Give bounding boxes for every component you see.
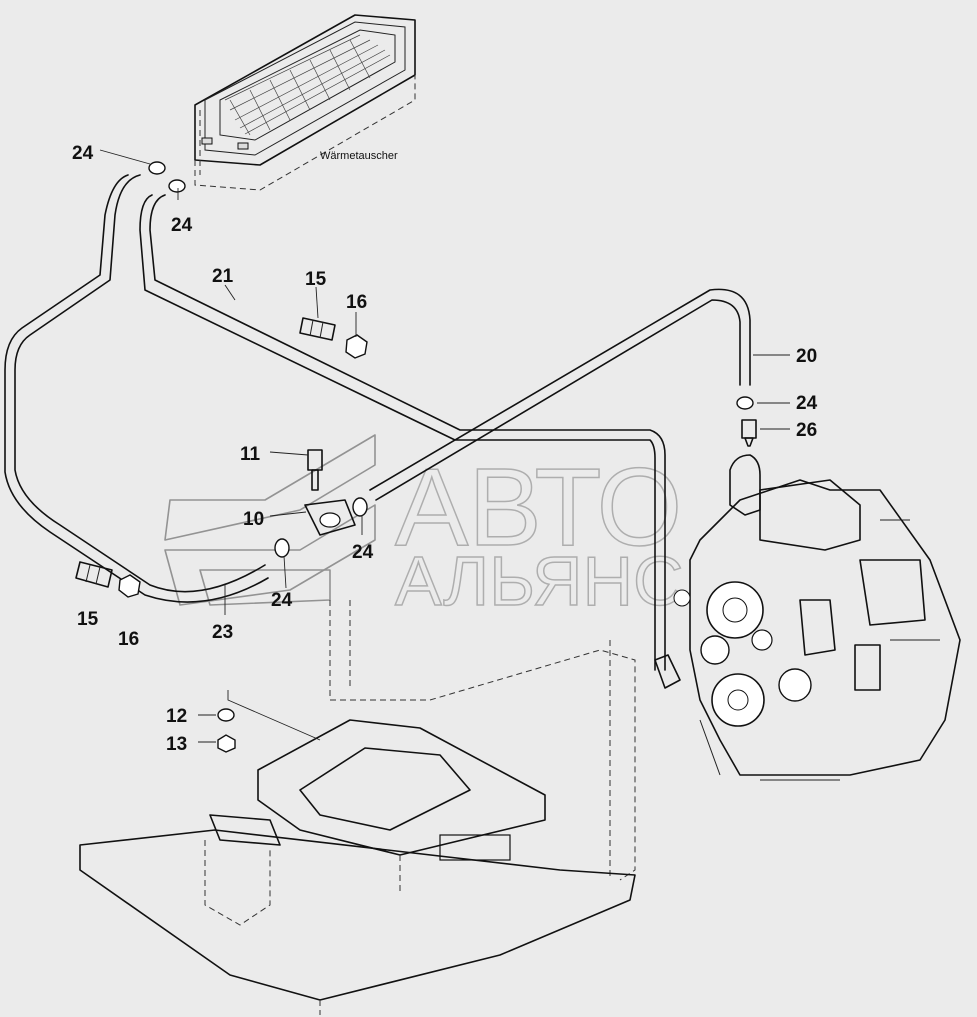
machine-frame xyxy=(79,600,636,1015)
watermark-logo xyxy=(164,434,376,606)
callout-11: 11 xyxy=(240,444,261,465)
watermark: АВТО АЛЬЯНС xyxy=(164,434,684,621)
callout-13: 13 xyxy=(166,734,187,755)
callout-20: 20 xyxy=(796,346,817,367)
nut xyxy=(217,734,236,753)
callout-26: 26 xyxy=(796,420,817,441)
callout-23: 23 xyxy=(212,622,233,643)
nuts-12-13 xyxy=(217,708,236,753)
callout-12: 12 xyxy=(166,706,187,727)
watermark-line2: АЛЬЯНС xyxy=(395,542,684,620)
valve-assembly xyxy=(304,449,356,536)
heat-exchanger: Wärmetauscher xyxy=(194,14,416,191)
pipe-stub xyxy=(237,142,249,150)
hose-clamp xyxy=(274,538,290,558)
engine xyxy=(673,454,961,781)
callout-15: 15 xyxy=(77,609,99,630)
pipe-stub xyxy=(201,137,213,145)
fitting-15-16-lower xyxy=(75,561,141,598)
fitting-15-16-upper xyxy=(299,317,368,359)
sensor xyxy=(741,419,757,447)
hose-clamp xyxy=(148,161,166,175)
hose-clamp xyxy=(736,396,754,410)
hoses xyxy=(4,174,751,689)
nut xyxy=(118,574,141,598)
heat-exchanger-mesh xyxy=(224,34,391,136)
nut xyxy=(345,334,368,359)
watermark-line1: АВТО xyxy=(395,446,682,569)
callout-15: 15 xyxy=(305,269,327,290)
nut xyxy=(217,708,235,722)
callouts: 24 24 21 15 16 20 24 26 11 10 24 24 15 1… xyxy=(72,143,818,755)
callout-24: 24 xyxy=(271,590,293,611)
callout-24: 24 xyxy=(171,215,193,236)
callout-16: 16 xyxy=(118,629,139,650)
hose-clamps xyxy=(148,161,754,558)
heat-exchanger-label: Wärmetauscher xyxy=(320,150,398,162)
callout-21: 21 xyxy=(212,266,234,287)
hose-clamp xyxy=(168,179,186,193)
leader-lines xyxy=(99,149,790,743)
callout-16: 16 xyxy=(346,292,367,313)
callout-24: 24 xyxy=(72,143,94,164)
callout-24: 24 xyxy=(352,542,374,563)
callout-24: 24 xyxy=(796,393,818,414)
hose-clamp xyxy=(352,497,368,517)
callout-10: 10 xyxy=(243,509,264,530)
